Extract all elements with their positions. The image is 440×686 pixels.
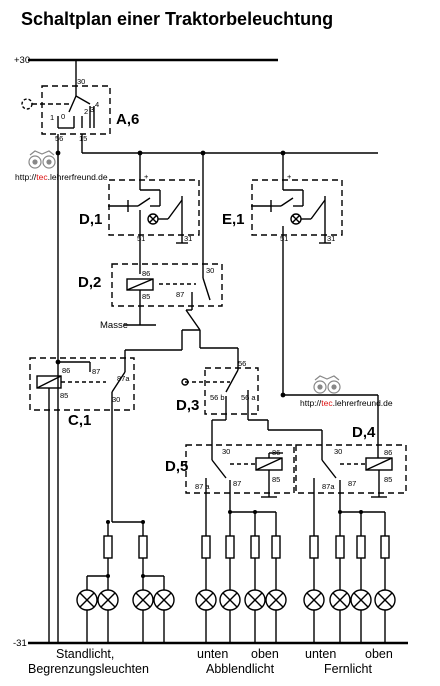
svg-text:85: 85 xyxy=(142,292,150,301)
svg-text:+: + xyxy=(144,172,149,181)
svg-text:30: 30 xyxy=(206,266,214,275)
svg-text:87a: 87a xyxy=(322,482,335,491)
label-d3: D,3 xyxy=(176,397,199,414)
masse-label: Masse xyxy=(100,320,128,331)
svg-text:87: 87 xyxy=(176,290,184,299)
svg-text:85: 85 xyxy=(384,475,392,484)
svg-text:86: 86 xyxy=(142,269,150,278)
owl-watermark-icon xyxy=(28,150,56,169)
svg-text:87: 87 xyxy=(348,479,356,488)
label-c1: C,1 xyxy=(68,412,91,429)
svg-text:+: + xyxy=(287,172,292,181)
svg-text:56: 56 xyxy=(238,359,246,368)
diagram-title: Schaltplan einer Traktorbeleuchtung xyxy=(21,9,334,29)
label-oben-abblend: oben xyxy=(251,647,279,661)
svg-text:31: 31 xyxy=(184,234,192,243)
relay-d2-box xyxy=(111,263,223,307)
svg-text:3: 3 xyxy=(90,105,94,114)
svg-text:86: 86 xyxy=(384,448,392,457)
svg-text:30: 30 xyxy=(112,395,120,404)
label-d1: D,1 xyxy=(79,211,102,228)
svg-text:87: 87 xyxy=(92,367,100,376)
owl-watermark-icon-2 xyxy=(313,375,341,394)
label-d4: D,4 xyxy=(352,424,376,441)
unit-d1-box xyxy=(108,179,200,236)
group-abblendlicht: Abblendlicht xyxy=(206,662,275,676)
svg-text:86: 86 xyxy=(272,448,280,457)
svg-text:30: 30 xyxy=(222,447,230,456)
svg-text:85: 85 xyxy=(60,391,68,400)
svg-text:51: 51 xyxy=(137,234,145,243)
label-d5: D,5 xyxy=(165,458,188,475)
svg-text:30: 30 xyxy=(77,77,85,86)
label-unten-fern: unten xyxy=(305,647,336,661)
svg-text:87: 87 xyxy=(233,479,241,488)
fuse-row xyxy=(103,535,390,559)
svg-text:56: 56 xyxy=(55,134,63,143)
svg-text:15: 15 xyxy=(79,134,87,143)
relay-c1-box xyxy=(29,357,135,411)
label-oben-fern: oben xyxy=(365,647,393,661)
unit-e1-box xyxy=(251,179,343,236)
watermark-1: http://tec.lehrerfreund.de xyxy=(15,172,108,182)
switch-d3-box xyxy=(204,367,259,415)
relay-d4-box xyxy=(295,444,407,494)
rail-plus-label: +30 xyxy=(14,55,30,66)
svg-text:31: 31 xyxy=(327,234,335,243)
lamp-row xyxy=(76,589,396,611)
svg-text:1: 1 xyxy=(50,113,54,122)
svg-text:2: 2 xyxy=(84,107,88,116)
svg-text:0: 0 xyxy=(61,112,65,121)
label-a6: A,6 xyxy=(116,111,139,128)
svg-text:4: 4 xyxy=(95,100,99,109)
label-d2: D,2 xyxy=(78,274,101,291)
relay-d5-box xyxy=(185,444,295,494)
label-unten-abblend: unten xyxy=(197,647,228,661)
rail-minus-label: -31 xyxy=(13,638,27,649)
label-e1: E,1 xyxy=(222,211,245,228)
svg-text:56 b: 56 b xyxy=(210,393,225,402)
watermark-2: http://tec.lehrerfreund.de xyxy=(300,398,393,408)
svg-text:86: 86 xyxy=(62,366,70,375)
group-begrenzung: Begrenzungsleuchten xyxy=(28,662,149,676)
svg-text:51: 51 xyxy=(280,234,288,243)
svg-text:87 a: 87 a xyxy=(195,482,210,491)
svg-text:87a: 87a xyxy=(117,374,130,383)
svg-text:30: 30 xyxy=(334,447,342,456)
svg-text:85: 85 xyxy=(272,475,280,484)
group-standlicht: Standlicht, xyxy=(56,647,114,661)
group-fernlicht: Fernlicht xyxy=(324,662,372,676)
svg-text:56 a: 56 a xyxy=(241,393,256,402)
